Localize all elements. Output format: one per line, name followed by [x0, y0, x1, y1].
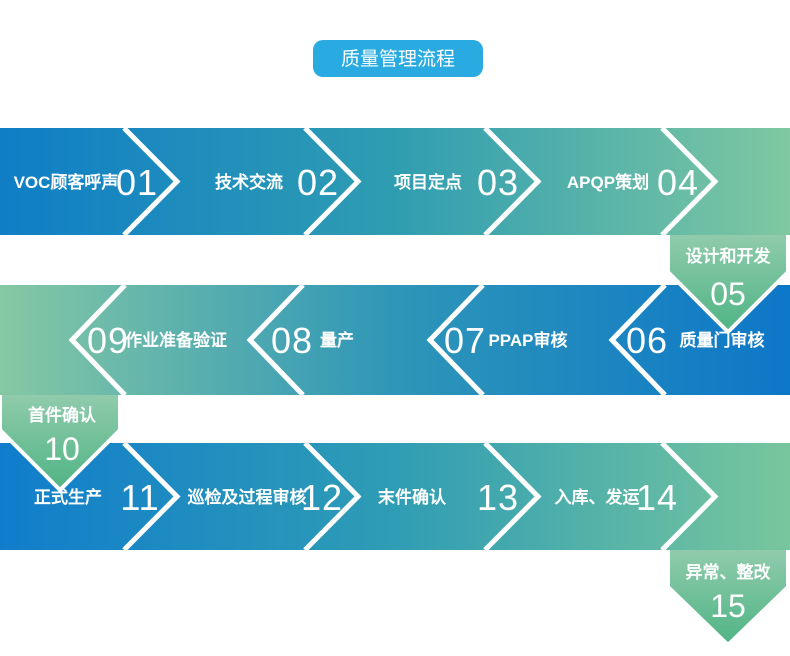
step-14-label: 入库、发运 [555, 487, 640, 507]
step-08-label: 量产 [320, 330, 354, 350]
chevron-right-icon [483, 126, 542, 237]
connector-pentagon-10 [0, 395, 122, 492]
chevron-right-icon [303, 441, 362, 552]
connector-10-number: 10 [44, 431, 80, 467]
step-09-label: 作业准备验证 [125, 330, 227, 350]
step-01-number: 01 [116, 162, 158, 203]
chevron-right-icon [303, 126, 362, 237]
process-band-row-2 [0, 285, 790, 395]
step-03-label: 项目定点 [394, 172, 462, 192]
connector-15-number: 15 [710, 588, 746, 624]
process-band-row-3 [0, 443, 790, 550]
connector-05-label: 设计和开发 [686, 246, 772, 266]
step-12-number: 12 [301, 477, 343, 518]
chevron-left-icon [246, 283, 305, 397]
step-02-number: 02 [297, 162, 339, 203]
chevron-right-icon [122, 441, 181, 552]
chevron-right-icon [483, 441, 542, 552]
step-06-number: 06 [626, 320, 668, 361]
step-01-label: VOC顾客呼声 [14, 172, 119, 192]
connector-15-label: 异常、整改 [686, 562, 772, 582]
step-11-number: 11 [120, 477, 159, 518]
process-band-row-1 [0, 128, 790, 235]
page-title: 质量管理流程 [341, 48, 455, 70]
step-14-number: 14 [636, 477, 678, 518]
step-03-number: 03 [477, 162, 519, 203]
step-04-number: 04 [657, 162, 699, 203]
step-13-number: 13 [477, 477, 519, 518]
step-11-label: 正式生产 [34, 487, 102, 507]
step-07-number: 07 [444, 320, 486, 361]
connector-10-label: 首件确认 [28, 405, 97, 425]
chevron-right-icon [122, 126, 181, 237]
step-06-label: 质量门审核 [680, 330, 765, 350]
connector-pentagon-15 [666, 550, 790, 647]
connector-05-number: 05 [710, 276, 746, 312]
chevron-right-icon [660, 126, 719, 237]
chevron-left-icon [68, 283, 127, 397]
chevron-left-icon [608, 283, 667, 397]
step-02-label: 技术交流 [215, 172, 283, 192]
title-badge [313, 40, 483, 77]
chevron-right-icon [660, 441, 719, 552]
connector-pentagon-05 [666, 235, 790, 334]
step-07-label: PPAP审核 [488, 330, 567, 350]
step-09-number: 09 [87, 320, 129, 361]
chevron-left-icon [426, 283, 485, 397]
step-13-label: 末件确认 [378, 487, 447, 507]
step-04-label: APQP策划 [567, 172, 649, 192]
step-08-number: 08 [271, 320, 313, 361]
step-12-label: 巡检及过程审核 [188, 487, 307, 507]
